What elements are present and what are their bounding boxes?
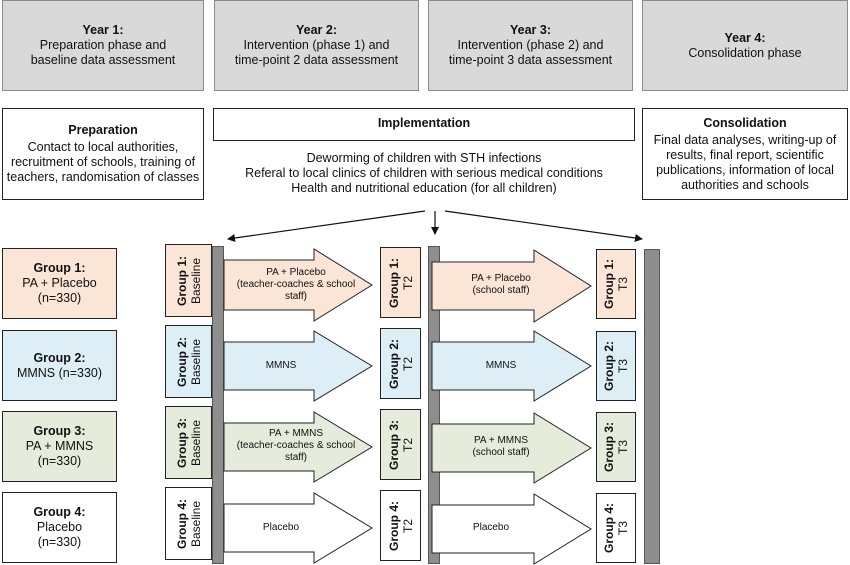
group-1-box: Group 1: PA + Placebo (n=330) bbox=[2, 248, 117, 319]
group-2-phase1-label: MMNS bbox=[265, 360, 297, 371]
group-3-box: Group 3: PA + MMNS (n=330) bbox=[2, 411, 117, 482]
group-4-baseline-box: Group 4:Baseline bbox=[165, 487, 212, 560]
group-3-t3-box: Group 3:T3 bbox=[596, 412, 636, 482]
group-3-baseline-box: Group 3:Baseline bbox=[165, 406, 212, 479]
implementation-description: Deworming of children with STH infection… bbox=[213, 151, 635, 196]
group-4-t2-box: Group 4:T2 bbox=[380, 490, 421, 561]
implementation-line: Referal to local clinics of children wit… bbox=[245, 166, 603, 180]
group-4-phase1-arrow bbox=[223, 492, 373, 564]
year-3-line: time-point 3 data assessment bbox=[448, 53, 613, 67]
group-2-line: MMNS (n=330) bbox=[16, 365, 103, 380]
group-3-phase1-arrow bbox=[223, 411, 373, 483]
preparation-line: teachers, randomisation of classes bbox=[6, 170, 200, 184]
year-1-title: Year 1: bbox=[82, 23, 124, 37]
group-2-t3-box: Group 2:T3 bbox=[596, 331, 636, 401]
group-3-t2-box: Group 3:T2 bbox=[380, 409, 421, 480]
connector-arrow-left bbox=[227, 210, 426, 242]
group-3-phase2-arrow bbox=[431, 412, 592, 484]
group-2-phase2-arrow bbox=[431, 330, 592, 402]
group-1-title: Group 1: bbox=[33, 261, 86, 275]
group-1-line: PA + Placebo bbox=[22, 276, 97, 290]
year-1-line: Preparation phase and bbox=[39, 38, 167, 52]
group-1-t3-box: Group 1:T3 bbox=[596, 249, 636, 319]
group-2-baseline-box: Group 2:Baseline bbox=[165, 325, 212, 398]
consolidation-line: Final data analyses, writing-up of bbox=[653, 132, 837, 147]
group-3-line: (n=330) bbox=[37, 454, 82, 468]
group-1-phase2-arrow bbox=[431, 249, 592, 323]
group-2-t2-box: Group 2:T2 bbox=[380, 328, 421, 399]
implementation-title: Implementation bbox=[377, 116, 471, 130]
preparation-box: Preparation Contact to local authorities… bbox=[2, 108, 204, 200]
timeline-bar-t3 bbox=[644, 249, 660, 564]
implementation-box: Implementation bbox=[213, 108, 635, 141]
year-4-title: Year 4: bbox=[724, 30, 766, 45]
group-2-phase1-arrow bbox=[223, 330, 373, 402]
year-1-line: baseline data assessment bbox=[30, 53, 176, 67]
group-1-phase1-arrow bbox=[223, 248, 373, 322]
group-3-phase2-label: PA + MMNS(school staff) bbox=[472, 435, 530, 458]
group-4-phase2-arrow bbox=[431, 493, 592, 565]
consolidation-line: authorities and schools bbox=[681, 177, 809, 192]
consolidation-line: results, final report, scientific bbox=[666, 147, 824, 162]
implementation-line: Health and nutritional education (for al… bbox=[291, 181, 557, 195]
year-2-title: Year 2: bbox=[295, 23, 337, 37]
year-3-box: Year 3: Intervention (phase 2) and time-… bbox=[428, 0, 633, 91]
consolidation-box: Consolidation Final data analyses, writi… bbox=[642, 108, 848, 200]
year-3-line: Intervention (phase 2) and bbox=[457, 38, 604, 52]
group-1-phase2-label: PA + Placebo(school staff) bbox=[471, 273, 531, 296]
year-4-line: Consolidation phase bbox=[688, 45, 802, 60]
preparation-title: Preparation bbox=[68, 123, 138, 137]
group-3-line: PA + MMNS bbox=[25, 439, 94, 453]
group-3-title: Group 3: bbox=[33, 424, 86, 438]
group-1-baseline-box: Group 1:Baseline bbox=[165, 244, 212, 317]
group-1-t2-box: Group 1:T2 bbox=[380, 247, 421, 318]
group-4-phase2-label: Placebo bbox=[472, 522, 510, 533]
group-4-line: Placebo bbox=[36, 520, 83, 534]
year-2-line: time-point 2 data assessment bbox=[234, 53, 399, 67]
timeline-bar-t2 bbox=[428, 246, 440, 564]
group-4-line: (n=330) bbox=[37, 535, 82, 549]
group-4-title: Group 4: bbox=[33, 505, 86, 519]
group-4-box: Group 4: Placebo (n=330) bbox=[2, 492, 117, 563]
group-2-title: Group 2: bbox=[33, 350, 86, 365]
preparation-line: recruitment of schools, training of bbox=[10, 155, 196, 169]
year-1-box: Year 1: Preparation phase and baseline d… bbox=[2, 0, 204, 91]
year-2-line: Intervention (phase 1) and bbox=[243, 38, 390, 52]
group-4-t3-box: Group 4:T3 bbox=[596, 493, 636, 563]
year-2-box: Year 2: Intervention (phase 1) and time-… bbox=[214, 0, 419, 91]
connector-arrow-right bbox=[444, 210, 643, 242]
group-1-line: (n=330) bbox=[37, 291, 82, 305]
timeline-bar-baseline bbox=[212, 246, 224, 564]
implementation-line: Deworming of children with STH infection… bbox=[306, 151, 542, 165]
group-2-phase2-label: MMNS bbox=[485, 360, 517, 371]
consolidation-line: publications, information of local bbox=[656, 162, 834, 177]
year-4-box: Year 4: Consolidation phase bbox=[642, 0, 848, 91]
group-4-phase1-label: Placebo bbox=[262, 522, 300, 533]
consolidation-title: Consolidation bbox=[703, 115, 787, 130]
group-2-box: Group 2: MMNS (n=330) bbox=[2, 330, 117, 401]
year-3-title: Year 3: bbox=[509, 23, 551, 37]
preparation-line: Contact to local authorities, bbox=[27, 140, 179, 154]
